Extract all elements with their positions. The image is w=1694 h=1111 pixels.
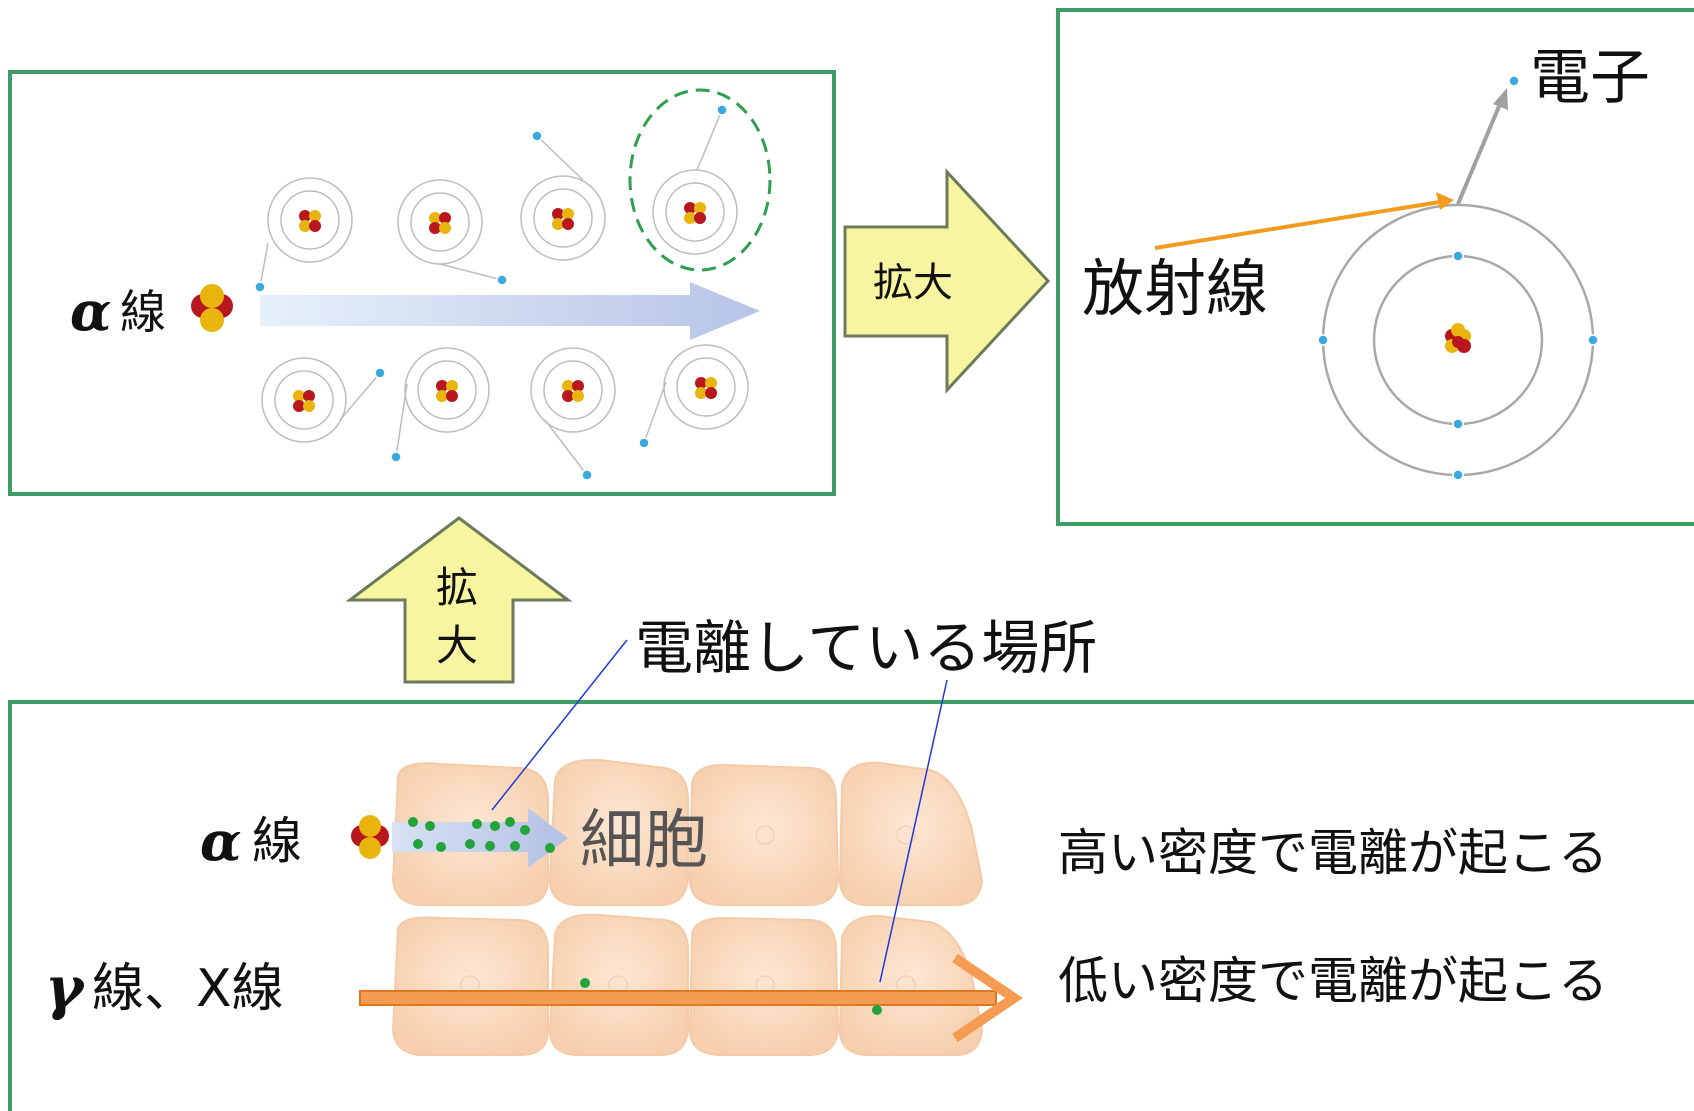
alpha-particle-icon	[191, 284, 233, 332]
ionization-location-label: 電離している場所	[635, 614, 1097, 682]
cell-row-top	[391, 758, 984, 906]
atom-icon	[520, 175, 606, 261]
electron-icon	[496, 274, 508, 286]
cell-icon	[548, 758, 689, 906]
electron-icon	[1317, 334, 1329, 346]
electron-icon	[716, 104, 728, 116]
atom-icon	[267, 177, 353, 263]
electron-icon	[1508, 75, 1520, 87]
atom-icon	[404, 347, 490, 433]
radiation-arrow	[1154, 192, 1454, 250]
nucleus-icon	[1445, 323, 1471, 353]
atom-icon	[397, 179, 483, 265]
atom-icon	[652, 169, 738, 255]
alpha-short-arrow	[392, 808, 568, 868]
low-density-label: 低い密度で電離が起こる	[1058, 952, 1608, 1010]
electron-icon	[638, 437, 650, 449]
gamma-symbol: γ	[45, 954, 86, 1022]
electron-icon	[254, 281, 266, 293]
gamma-ray-arrow	[359, 953, 1023, 1043]
top-right-panel	[1056, 8, 1694, 526]
electron-icon	[581, 469, 593, 481]
zoom-right-label: 拡大	[873, 260, 953, 306]
bottom-alpha-symbol: α	[200, 809, 242, 873]
electron-icon	[1587, 334, 1599, 346]
electron-icon	[1452, 250, 1464, 262]
top-left-panel	[8, 70, 836, 496]
zoom-up-arrow: 拡 大	[345, 516, 573, 684]
zoom-up-label-1: 拡	[436, 563, 478, 612]
high-density-label: 高い密度で電離が起こる	[1058, 824, 1608, 882]
gamma-ionization-dot	[872, 1005, 882, 1015]
ejected-electron-arrow	[1456, 88, 1508, 205]
electron-label: 電子	[1530, 43, 1650, 113]
leader-line	[491, 639, 628, 811]
cell-label: 細胞	[580, 804, 708, 878]
cell-row-bottom	[391, 913, 984, 1056]
ionization-highlight-circle	[628, 88, 772, 272]
leader-line	[879, 679, 948, 983]
electron-icon	[1452, 469, 1464, 481]
alpha-ionization-dots	[408, 817, 555, 853]
radiation-label: 放射線	[1082, 252, 1268, 325]
gamma-ionization-dot	[580, 978, 590, 988]
gamma-xray-label: 線、X線	[92, 959, 284, 1019]
bottom-alpha-label: 線	[252, 812, 302, 870]
alpha-particle-icon	[351, 815, 389, 859]
atom-icon	[530, 347, 616, 433]
alpha-ray-label: 線	[120, 285, 166, 339]
electron-icon	[390, 451, 402, 463]
electron-icon	[374, 367, 386, 379]
atom-icon	[261, 357, 347, 443]
zoom-right-arrow: 拡大	[843, 168, 1051, 394]
zoom-up-label-2: 大	[436, 621, 478, 670]
alpha-path-arrow	[260, 282, 760, 340]
atom-enlarged	[1317, 203, 1599, 481]
electron-icon	[531, 130, 543, 142]
electron-icon	[1452, 418, 1464, 430]
alpha-symbol: α	[70, 279, 112, 343]
